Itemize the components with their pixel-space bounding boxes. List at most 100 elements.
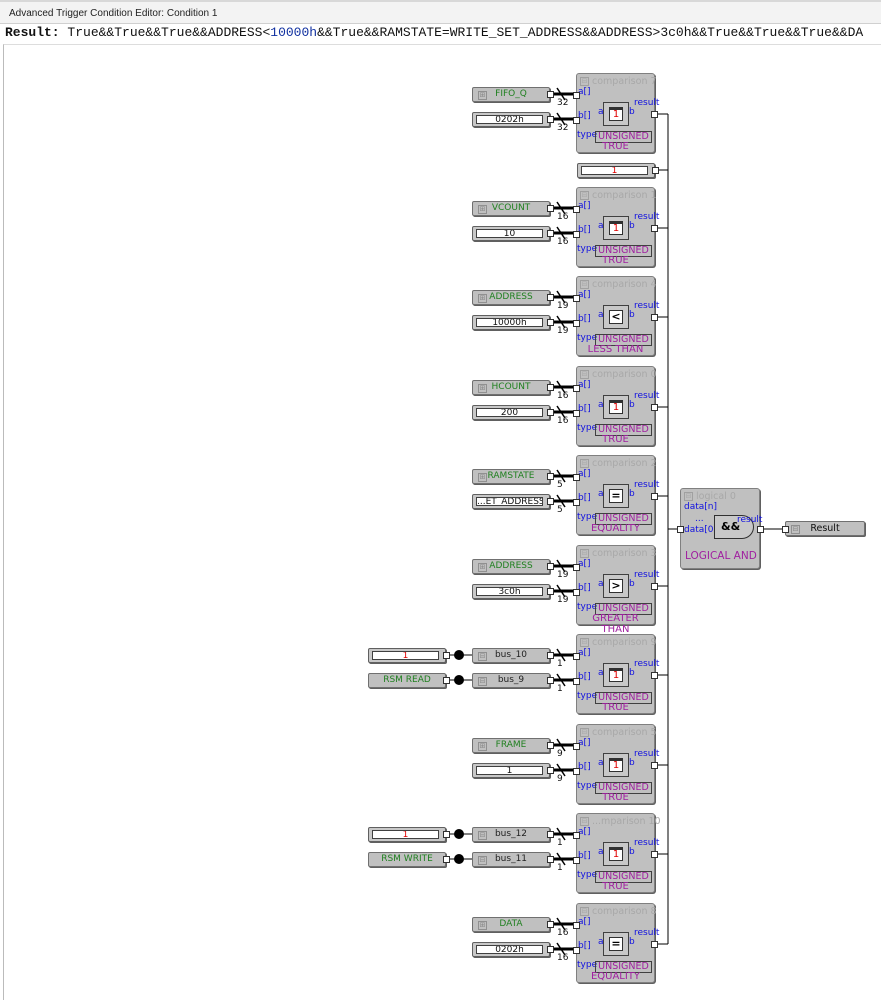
- collapse-icon[interactable]: ⊟: [580, 728, 589, 737]
- port-connector[interactable]: [651, 111, 658, 118]
- signal-node[interactable]: ⊞FIFO_Q: [472, 87, 550, 102]
- port-connector[interactable]: [573, 295, 580, 302]
- port-connector[interactable]: [547, 563, 554, 570]
- port-connector[interactable]: [547, 921, 554, 928]
- collapse-icon[interactable]: ⊟: [580, 370, 589, 379]
- port-connector[interactable]: [443, 856, 450, 863]
- collapse-icon[interactable]: ⊟: [478, 856, 487, 865]
- port-connector[interactable]: [547, 742, 554, 749]
- port-connector[interactable]: [547, 652, 554, 659]
- collapse-icon[interactable]: ⊟: [580, 77, 589, 86]
- port-connector[interactable]: [782, 526, 789, 533]
- port-connector[interactable]: [573, 743, 580, 750]
- type-selector[interactable]: UNSIGNED: [595, 424, 652, 436]
- port-connector[interactable]: [677, 526, 684, 533]
- port-connector[interactable]: [547, 319, 554, 326]
- constant-node[interactable]: 1: [368, 648, 446, 663]
- port-connector[interactable]: [573, 947, 580, 954]
- collapse-icon[interactable]: ⊟: [580, 459, 589, 468]
- signal-node[interactable]: ⊞ADDRESS: [472, 290, 550, 305]
- port-connector[interactable]: [547, 856, 554, 863]
- collapse-icon[interactable]: ⊟: [791, 525, 800, 534]
- port-connector[interactable]: [547, 946, 554, 953]
- constant-node[interactable]: ...ET_ADDRESS: [472, 494, 550, 509]
- expand-icon[interactable]: ⊞: [478, 384, 487, 393]
- constant-node[interactable]: 0202h: [472, 112, 550, 127]
- type-selector[interactable]: UNSIGNED: [595, 334, 652, 346]
- port-connector[interactable]: [652, 167, 659, 174]
- port-connector[interactable]: [573, 206, 580, 213]
- signal-node[interactable]: RSM READ: [368, 673, 446, 688]
- expand-icon[interactable]: ⊞: [478, 742, 487, 751]
- signal-node[interactable]: ⊞DATA: [472, 917, 550, 932]
- collapse-icon[interactable]: ⊟: [684, 492, 693, 501]
- port-connector[interactable]: [651, 404, 658, 411]
- port-connector[interactable]: [547, 677, 554, 684]
- bus-node[interactable]: ⊟bus_12: [472, 827, 550, 842]
- constant-node[interactable]: 1: [472, 763, 550, 778]
- signal-node[interactable]: ⊞HCOUNT: [472, 380, 550, 395]
- port-connector[interactable]: [573, 564, 580, 571]
- collapse-icon[interactable]: ⊟: [580, 280, 589, 289]
- port-connector[interactable]: [443, 831, 450, 838]
- expand-icon[interactable]: ⊞: [478, 473, 487, 482]
- port-connector[interactable]: [573, 92, 580, 99]
- port-connector[interactable]: [547, 588, 554, 595]
- port-connector[interactable]: [573, 320, 580, 327]
- port-connector[interactable]: [573, 410, 580, 417]
- type-selector[interactable]: UNSIGNED: [595, 131, 652, 143]
- port-connector[interactable]: [651, 493, 658, 500]
- port-connector[interactable]: [547, 767, 554, 774]
- port-connector[interactable]: [651, 941, 658, 948]
- port-connector[interactable]: [547, 473, 554, 480]
- port-connector[interactable]: [651, 583, 658, 590]
- expand-icon[interactable]: ⊞: [478, 563, 487, 572]
- port-connector[interactable]: [573, 857, 580, 864]
- constant-node[interactable]: 0202h: [472, 942, 550, 957]
- bus-node[interactable]: ⊟bus_9: [472, 673, 550, 688]
- port-connector[interactable]: [573, 832, 580, 839]
- diagram-canvas[interactable]: [3, 44, 881, 1000]
- collapse-icon[interactable]: ⊟: [478, 677, 487, 686]
- port-connector[interactable]: [547, 831, 554, 838]
- collapse-icon[interactable]: ⊟: [478, 831, 487, 840]
- port-connector[interactable]: [573, 385, 580, 392]
- port-connector[interactable]: [443, 677, 450, 684]
- signal-node[interactable]: ⊞ADDRESS: [472, 559, 550, 574]
- port-connector[interactable]: [573, 117, 580, 124]
- port-connector[interactable]: [651, 762, 658, 769]
- port-connector[interactable]: [547, 498, 554, 505]
- constant-node[interactable]: 10000h: [472, 315, 550, 330]
- constant-node[interactable]: 1: [577, 163, 655, 178]
- result-output-node[interactable]: ⊟Result: [785, 521, 865, 536]
- constant-node[interactable]: 200: [472, 405, 550, 420]
- bus-node[interactable]: ⊟bus_11: [472, 852, 550, 867]
- port-connector[interactable]: [651, 672, 658, 679]
- logical-and-block[interactable]: ⊟logical 0 data[n] ... data[0] && result…: [680, 488, 762, 569]
- port-connector[interactable]: [547, 409, 554, 416]
- type-selector[interactable]: UNSIGNED: [595, 871, 652, 883]
- port-connector[interactable]: [547, 91, 554, 98]
- signal-node[interactable]: ⊞RAMSTATE: [472, 469, 550, 484]
- port-connector[interactable]: [573, 922, 580, 929]
- signal-node[interactable]: ⊞FRAME: [472, 738, 550, 753]
- port-connector[interactable]: [547, 294, 554, 301]
- collapse-icon[interactable]: ⊟: [580, 549, 589, 558]
- port-connector[interactable]: [547, 384, 554, 391]
- collapse-icon[interactable]: ⊟: [478, 652, 487, 661]
- port-connector[interactable]: [443, 652, 450, 659]
- expand-icon[interactable]: ⊞: [478, 921, 487, 930]
- port-connector[interactable]: [573, 653, 580, 660]
- type-selector[interactable]: UNSIGNED: [595, 782, 652, 794]
- port-connector[interactable]: [547, 116, 554, 123]
